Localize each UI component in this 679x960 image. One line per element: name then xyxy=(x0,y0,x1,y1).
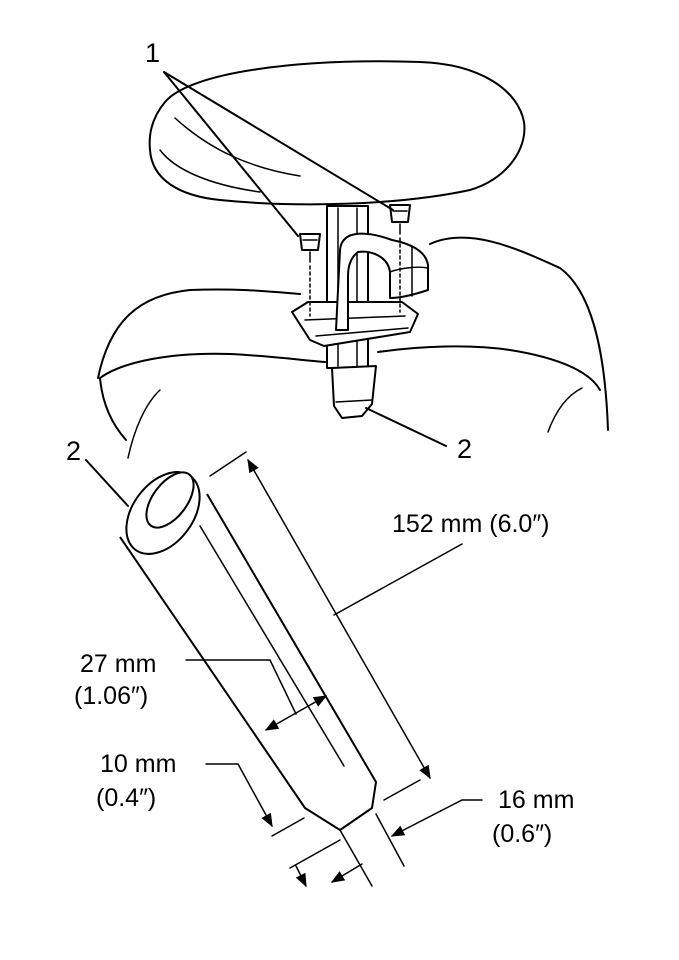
callout-2-right: 2 xyxy=(457,434,472,464)
dimension-blade-label-in: (0.6″) xyxy=(492,820,552,848)
dimension-tip-label-mm: 10 mm xyxy=(100,750,176,778)
callout-2-left-leader xyxy=(85,459,129,507)
seat-back xyxy=(97,236,609,459)
headrest-post-and-guide xyxy=(291,205,429,419)
dimension-tip: 10 mm (0.4″) xyxy=(96,750,363,888)
callout-2-right-leader xyxy=(365,407,447,447)
dimension-tip-label-in: (0.4″) xyxy=(96,784,156,812)
dimension-width-label-mm: 27 mm xyxy=(80,650,156,678)
dimension-blade: 16 mm (0.6″) xyxy=(339,786,574,887)
dimension-width: 27 mm (1.06″) xyxy=(74,650,328,731)
dimension-length-label: 152 mm (6.0″) xyxy=(392,510,550,538)
screw-left xyxy=(299,233,321,317)
screw-right xyxy=(389,204,411,313)
headrest xyxy=(148,60,526,206)
dimension-blade-label-mm: 16 mm xyxy=(498,786,574,814)
callout-1-leader-right xyxy=(163,71,394,211)
dimension-width-label-in: (1.06″) xyxy=(74,682,148,710)
dimension-length-arrow xyxy=(247,458,431,780)
callout-1-leader-left xyxy=(163,71,299,237)
dimension-length: 152 mm (6.0″) xyxy=(209,451,550,801)
callout-2-left: 2 xyxy=(66,436,81,466)
callout-1: 1 xyxy=(145,38,160,68)
